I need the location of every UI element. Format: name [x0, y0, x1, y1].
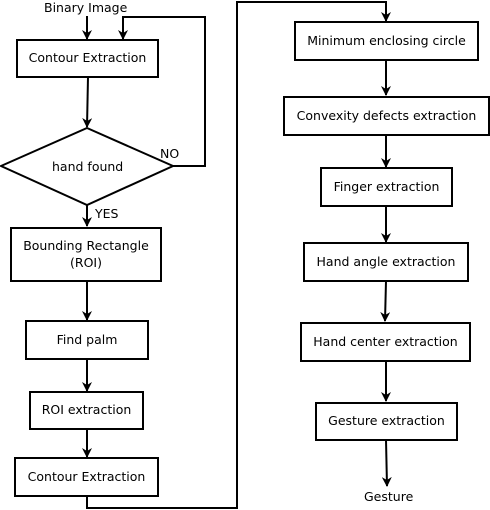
input-label: Binary Image: [44, 0, 128, 15]
decision-diamond: [0, 126, 176, 207]
decision-label: hand found: [52, 159, 124, 174]
gesture-extraction-box: Gesture extraction: [315, 402, 458, 441]
contour-extraction-box-1: Contour Extraction: [16, 39, 159, 78]
hand-angle-box: Hand angle extraction: [303, 242, 469, 282]
arrow-output: [381, 439, 392, 487]
arrow-angle-to-center: [380, 280, 391, 322]
hand-center-box: Hand center extraction: [300, 322, 471, 362]
bounding-rectangle-line1: Bounding Rectangle: [23, 237, 149, 253]
decision-no-label: NO: [160, 146, 180, 161]
decision-yes-label: YES: [95, 206, 119, 221]
arrow-column-connector: [86, 1, 391, 509]
find-palm-box: Find palm: [25, 320, 149, 360]
bounding-rectangle-box: Bounding Rectangle (ROI): [10, 227, 162, 282]
contour-extraction-box-2: Contour Extraction: [14, 457, 159, 497]
roi-extraction-box: ROI extraction: [29, 391, 144, 430]
finger-extraction-box: Finger extraction: [320, 167, 453, 207]
arrow-no-loop: [118, 16, 206, 167]
bounding-rectangle-line2: (ROI): [70, 254, 102, 270]
convexity-defects-box: Convexity defects extraction: [283, 96, 490, 136]
minimum-enclosing-circle-box: Minimum enclosing circle: [294, 21, 479, 61]
arrow-contour-to-decision: [82, 76, 93, 128]
output-label: Gesture: [364, 489, 414, 504]
